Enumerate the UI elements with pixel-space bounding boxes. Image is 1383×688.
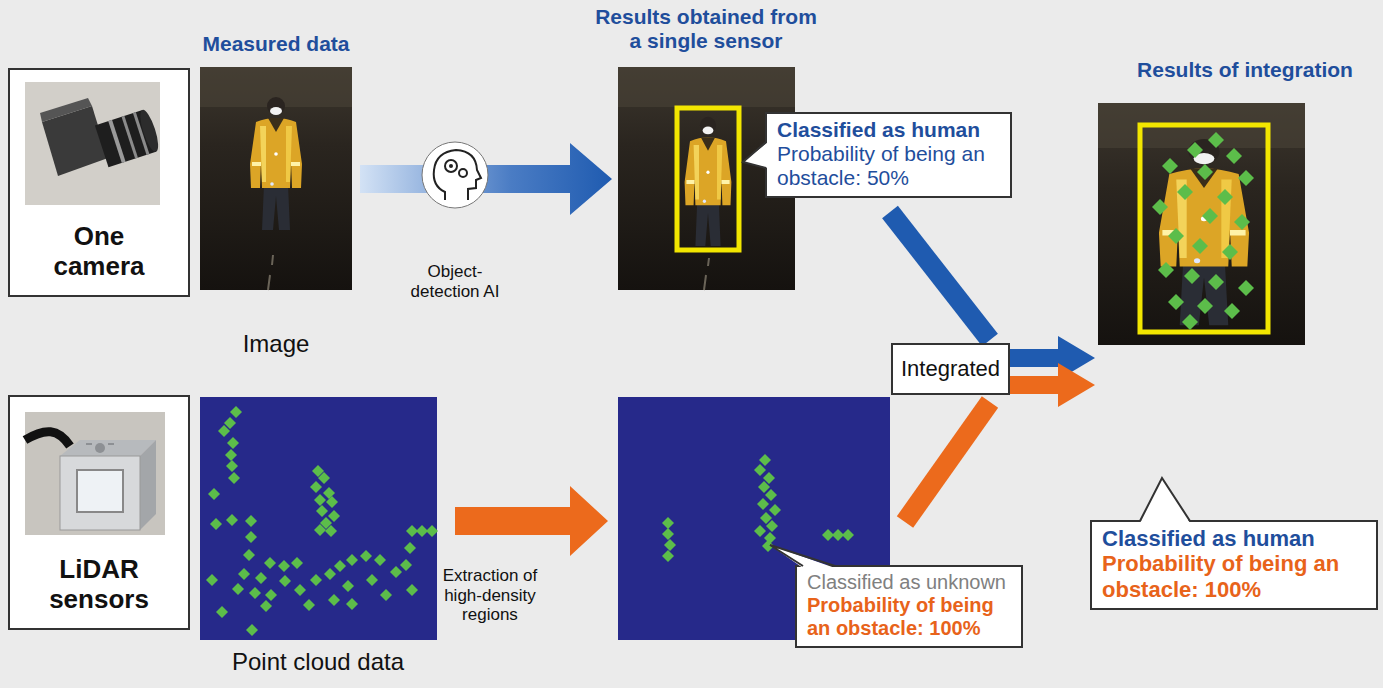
blue-arrow	[360, 143, 612, 215]
box-text: Classified as unknown	[807, 571, 1011, 594]
label-text: Results obtained from a single sensor	[592, 5, 820, 53]
callout-box: Classified as unknownProbability of bein…	[795, 565, 1023, 648]
night-photo	[200, 67, 352, 290]
label-text: Extraction of high-density regions	[428, 566, 552, 625]
camera-photo	[25, 82, 162, 205]
tail-outline	[1140, 478, 1190, 521]
box-text: Classified as human	[1102, 526, 1366, 551]
point-cloud	[200, 397, 438, 640]
tail-fill	[770, 545, 835, 568]
callout-box: Classified as humanProbability of being …	[765, 112, 1012, 198]
tail-fill	[743, 142, 768, 168]
box-text: Classified as human	[777, 118, 1000, 142]
callout-box: Classified as humanProbability of being …	[1090, 520, 1378, 610]
orange-arrow	[455, 486, 608, 556]
box-text: Probability of being an obstacle: 100%	[1102, 551, 1366, 602]
callout-tail	[765, 112, 766, 113]
device-box: LiDAR sensors	[8, 395, 190, 630]
box-text: Probability of being an obstacle: 50%	[777, 142, 1000, 190]
callout-tail	[795, 565, 796, 566]
label-text: Measured data	[151, 32, 401, 56]
box-text: LiDAR sensors	[39, 555, 159, 615]
label-text: Image	[196, 330, 356, 358]
label-text: Results of integration	[1110, 58, 1380, 82]
label-text: Point cloud data	[183, 648, 453, 676]
lidar-photo	[25, 412, 165, 535]
ai-icon	[422, 142, 488, 208]
label-text: Object-detection AI	[399, 262, 511, 301]
detection-box	[1140, 125, 1268, 332]
tail-outline	[743, 142, 766, 168]
orange-band	[905, 402, 990, 522]
night-photo	[1098, 103, 1305, 345]
detection-box	[677, 108, 739, 250]
blue-band	[890, 212, 990, 340]
integration-box: Integrated	[891, 343, 1010, 395]
callout-tail	[1090, 520, 1091, 521]
box-text: Integrated	[901, 356, 1000, 382]
box-text: Probability of being an obstacle: 100%	[807, 594, 1011, 640]
box-text: One camera	[39, 222, 159, 282]
lidar-points	[1152, 132, 1254, 330]
tail-outline	[770, 545, 835, 566]
tail-fill	[1140, 478, 1190, 523]
device-box: One camera	[8, 68, 190, 297]
